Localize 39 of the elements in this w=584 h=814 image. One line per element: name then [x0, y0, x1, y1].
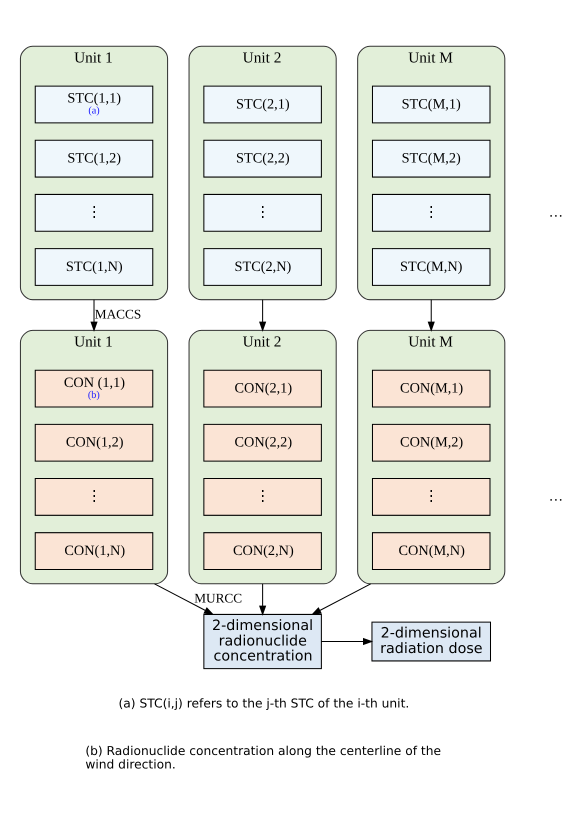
node-box: ⋮ — [203, 193, 322, 232]
node-box: CON(M,2) — [372, 423, 490, 462]
node-box: CON(1,2) — [34, 423, 154, 462]
node-box: STC(1,2) — [34, 139, 154, 178]
node-box: STC(2,2) — [203, 139, 322, 178]
node-box: 2-dimensional radiation dose — [371, 621, 491, 661]
node-box: CON(2,1) — [203, 369, 322, 407]
arrow — [322, 637, 374, 645]
node-box: CON(M,1) — [372, 369, 490, 407]
node-box: STC(1,1) (a) — [34, 85, 154, 123]
node-box: CON(M,N) — [372, 532, 490, 570]
node-box: ⋮ — [372, 478, 490, 516]
arrow — [90, 299, 98, 332]
node-box: STC(1,N) — [34, 248, 154, 286]
label: (a) STC(i,j) refers to the j-th STC of the i-th unit. — [118, 696, 410, 710]
node-box: STC(M,N) — [372, 248, 490, 286]
edge-label: MACCS — [94, 306, 142, 321]
label: … — [548, 204, 564, 220]
label: (b) Radionuclide concentration along the centerline of the wind direction. — [85, 744, 442, 771]
node-box: CON(2,N) — [203, 532, 322, 570]
arrow — [311, 582, 372, 615]
node-box: ⋮ — [203, 478, 322, 516]
arrow — [259, 583, 266, 616]
node-box: STC(2,N) — [203, 248, 322, 286]
arrow — [154, 582, 214, 615]
node-box: ⋮ — [34, 478, 154, 516]
node-box: STC(2,1) — [203, 85, 322, 123]
node-box: CON (1,1) (b) — [34, 369, 154, 407]
arrow — [428, 299, 435, 332]
node-box: ⋮ — [34, 193, 154, 232]
arrow — [259, 299, 266, 332]
node-box: CON(2,2) — [203, 423, 322, 462]
edge-label: MURCC — [194, 590, 242, 606]
node-box: STC(M,1) — [372, 85, 490, 123]
node-box: ⋮ — [372, 193, 490, 232]
node-box: 2-dimensional radionuclide concentration — [203, 613, 322, 669]
node-box: STC(M,2) — [372, 139, 490, 178]
node-box: CON(1,N) — [34, 532, 154, 570]
label: … — [548, 488, 564, 504]
